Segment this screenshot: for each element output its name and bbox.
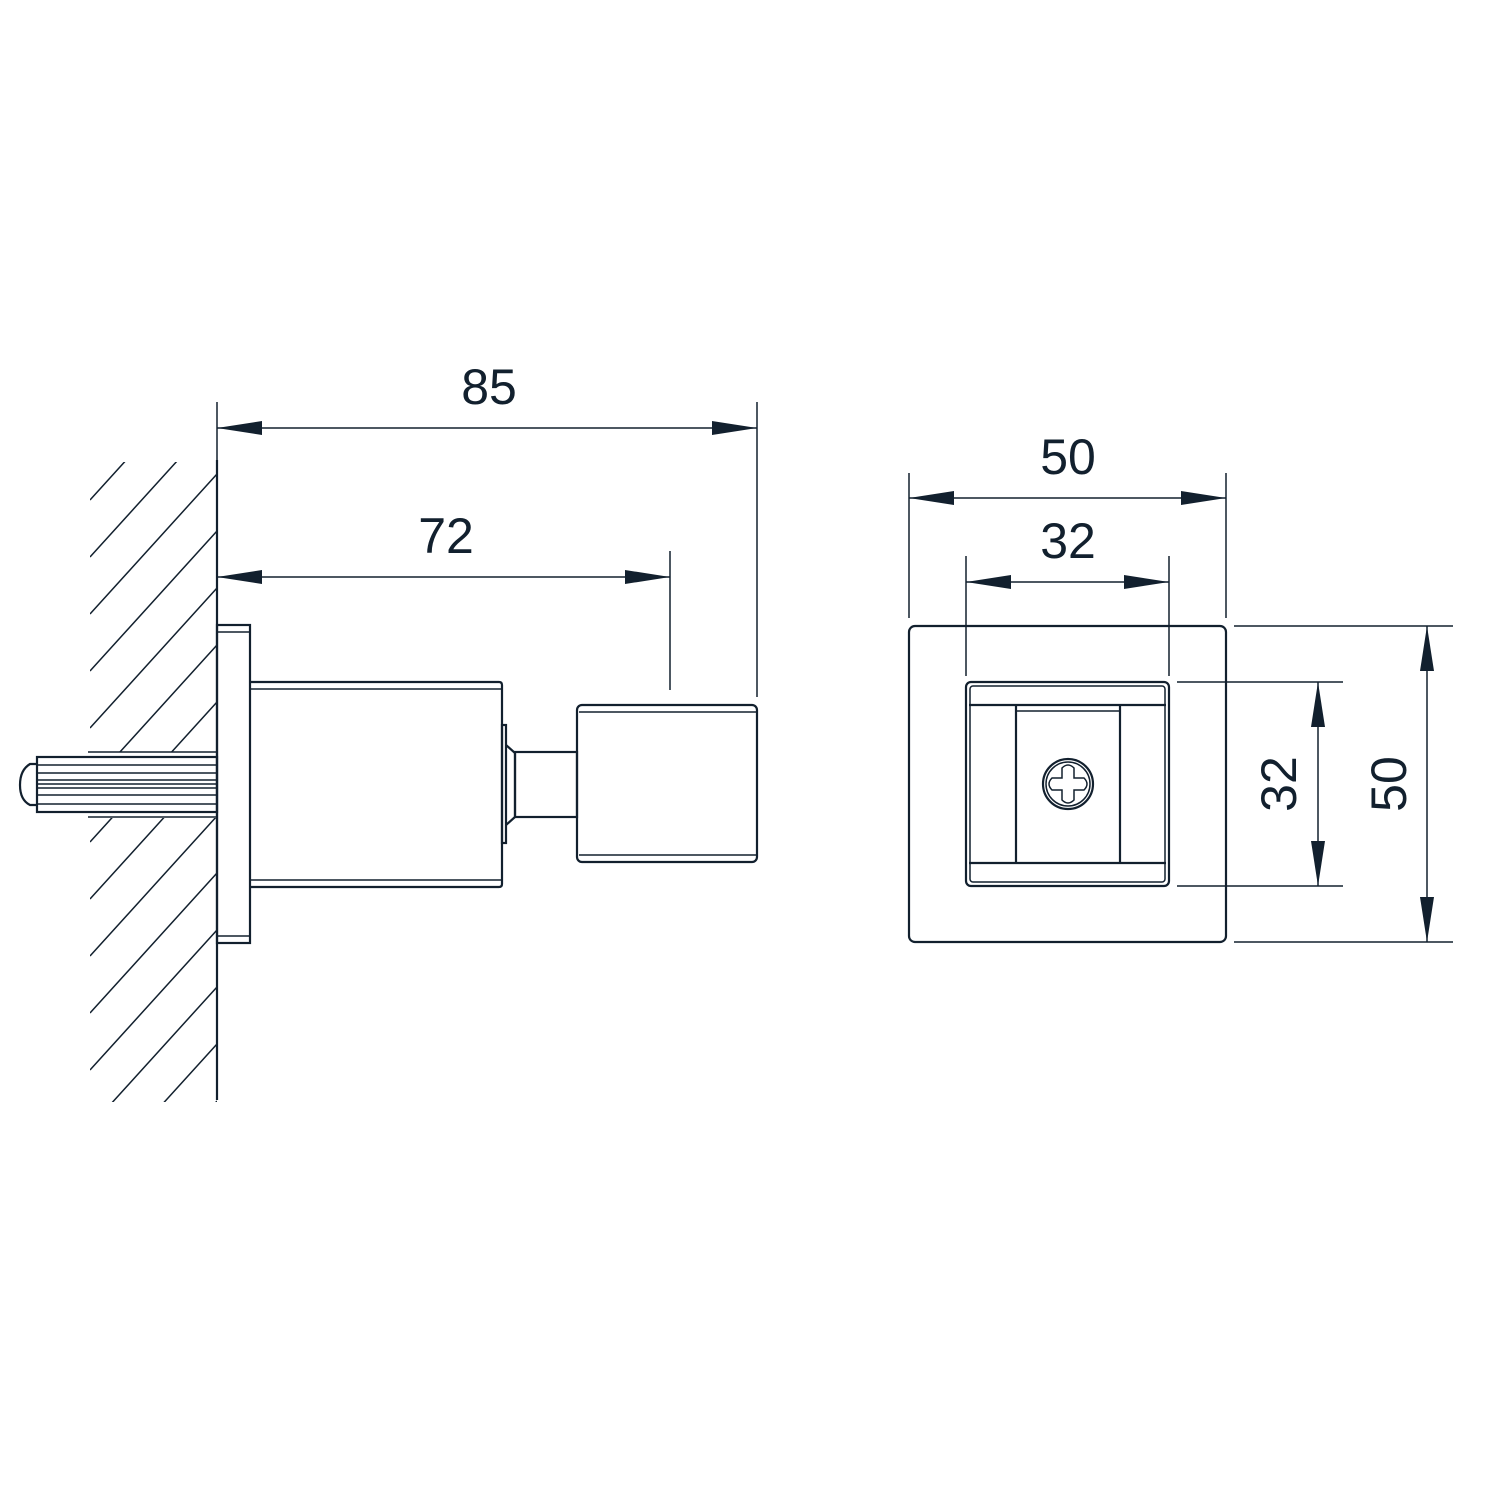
dimension-32-height: 32	[1177, 681, 1343, 887]
dimension-label-32-height: 32	[1251, 756, 1307, 812]
dimension-50-height: 50	[1234, 625, 1453, 943]
hatch-line	[90, 473, 217, 615]
hatch-line	[163, 1043, 217, 1102]
screw-icon	[1041, 757, 1095, 811]
hatch-line	[111, 986, 217, 1102]
cover-plate	[907, 624, 1228, 944]
hatch-line	[90, 530, 217, 672]
flange	[215, 623, 252, 945]
dimension-label-72: 72	[418, 508, 474, 564]
side-view: 85 72	[18, 359, 759, 1102]
valve-body	[250, 680, 579, 889]
dimension-32-width: 32	[965, 513, 1170, 676]
handle-knob	[575, 703, 759, 864]
dimension-label-32-width: 32	[1040, 513, 1096, 569]
dimension-label-50-height: 50	[1361, 756, 1417, 812]
dimension-72: 72	[217, 508, 671, 690]
hatch-line	[90, 462, 126, 501]
hatch-line	[215, 1100, 217, 1102]
handle-front	[964, 680, 1171, 888]
front-view: 50 32 32 50	[907, 429, 1453, 944]
dimension-label-85: 85	[461, 359, 517, 415]
dimension-85: 85	[216, 359, 758, 697]
hatch-line	[90, 872, 217, 1014]
wall-hole	[70, 752, 217, 818]
hatch-line	[90, 815, 217, 957]
hatch-line	[90, 929, 217, 1071]
dimension-50-width: 50	[908, 429, 1227, 618]
splined-shaft	[18, 755, 219, 814]
hatch-line	[90, 462, 178, 558]
hatch-line	[90, 587, 217, 729]
dimension-label-50-width: 50	[1040, 429, 1096, 485]
